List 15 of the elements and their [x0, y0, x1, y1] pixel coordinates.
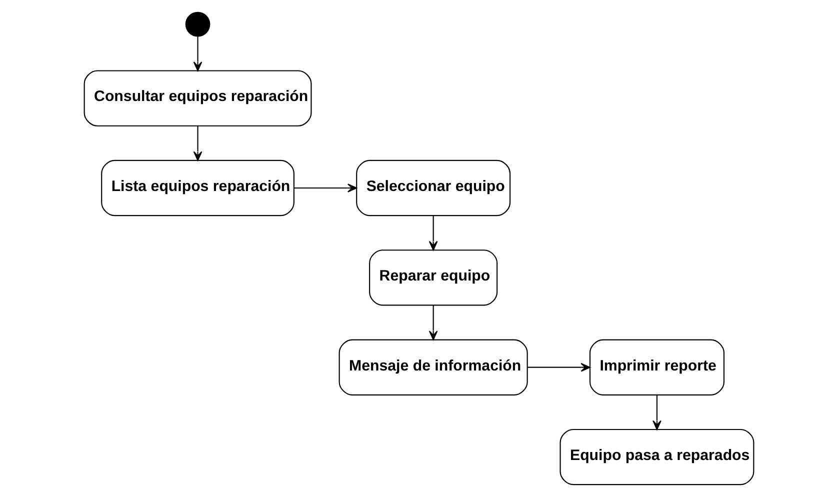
arrow: [652, 395, 662, 430]
node-box: Equipo pasa a reparados: [560, 428, 754, 486]
node-box: Consultar equipos reparación: [84, 70, 312, 126]
arrow: [428, 216, 438, 251]
node-box: Reparar equipo: [369, 250, 498, 306]
node-box: Seleccionar equipo: [356, 160, 511, 216]
node-circle: [185, 12, 210, 37]
arrow: [294, 184, 358, 192]
arrow: [528, 362, 590, 372]
node-box: Lista equipos reparación: [101, 160, 294, 216]
arrow: [193, 36, 202, 72]
node-box: Imprimir reporte: [589, 339, 724, 396]
arrow: [428, 305, 438, 340]
node-box: Mensaje de información: [338, 339, 528, 396]
arrow: [193, 126, 202, 161]
